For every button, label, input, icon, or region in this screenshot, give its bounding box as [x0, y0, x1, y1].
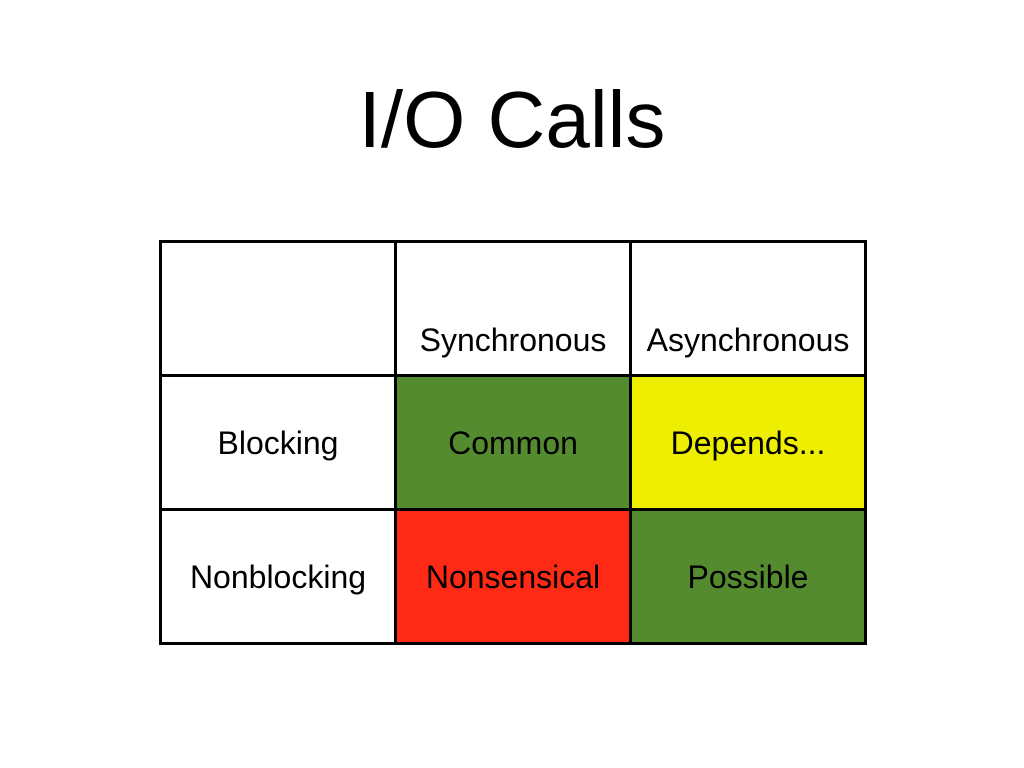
header-row: Synchronous Asynchronous	[159, 240, 867, 377]
column-header-synchronous: Synchronous	[394, 240, 632, 377]
row-header-blocking: Blocking	[159, 374, 397, 511]
cell-nonblocking-asynchronous: Possible	[629, 508, 867, 645]
corner-cell	[159, 240, 397, 377]
cell-blocking-synchronous: Common	[394, 374, 632, 511]
column-header-asynchronous: Asynchronous	[629, 240, 867, 377]
cell-nonblocking-synchronous: Nonsensical	[394, 508, 632, 645]
table-row-blocking: Blocking Common Depends...	[159, 374, 867, 511]
io-calls-table: Synchronous Asynchronous Blocking Common…	[159, 240, 867, 645]
cell-blocking-asynchronous: Depends...	[629, 374, 867, 511]
table-row-nonblocking: Nonblocking Nonsensical Possible	[159, 508, 867, 645]
slide-title: I/O Calls	[358, 75, 666, 164]
row-header-nonblocking: Nonblocking	[159, 508, 397, 645]
